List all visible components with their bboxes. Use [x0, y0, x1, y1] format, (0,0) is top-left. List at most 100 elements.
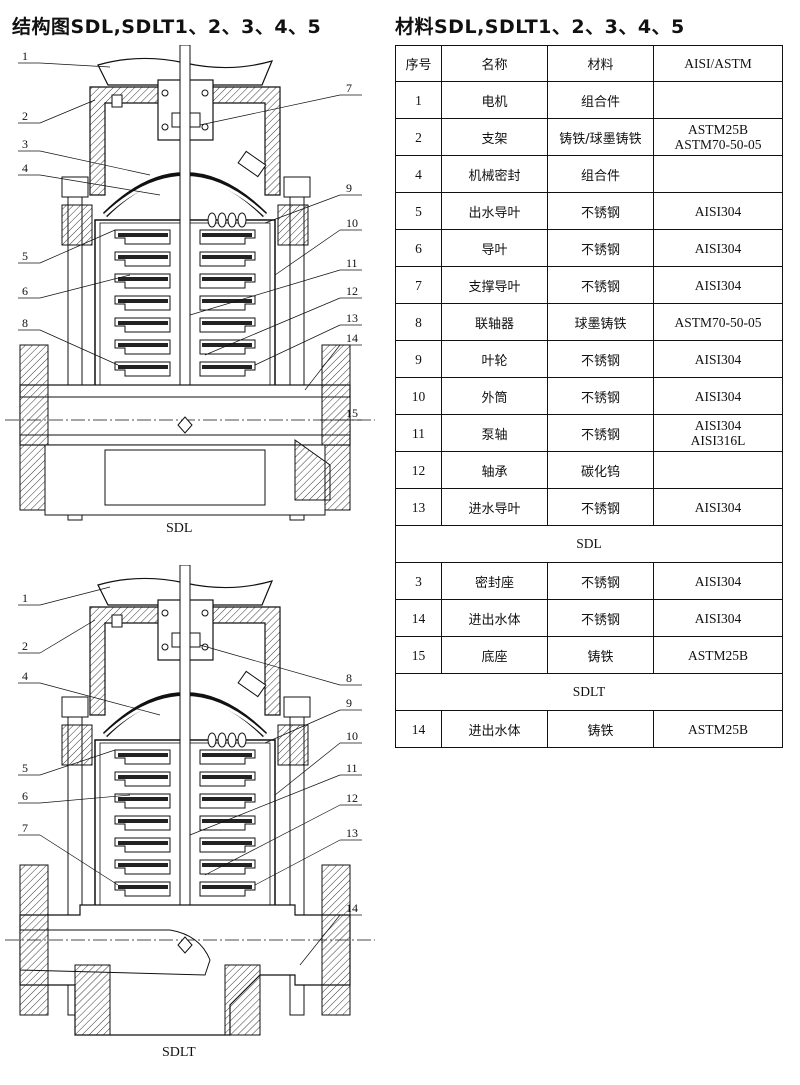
flow-channel	[19, 929, 211, 976]
bolt	[111, 94, 123, 108]
cell-material: 不锈钢	[547, 266, 654, 304]
bolt	[111, 614, 123, 628]
cell-standard: AISI304	[653, 562, 783, 600]
diffuser-left	[118, 321, 168, 325]
header-material: 材料	[547, 45, 654, 82]
callout-number: 10	[346, 729, 358, 743]
callout-leader	[39, 62, 111, 68]
cell-no: 6	[395, 229, 442, 267]
diffuser-left	[118, 885, 168, 889]
cell-name: 底座	[441, 636, 548, 674]
cell-material: 不锈钢	[547, 192, 654, 230]
header-name: 名称	[441, 45, 548, 82]
o-ring	[237, 732, 247, 748]
cell-material: 不锈钢	[547, 562, 654, 600]
cell-standard: ASTM70-50-05	[653, 303, 783, 341]
o-ring	[217, 212, 227, 228]
callout-leader	[39, 682, 161, 716]
drain-plug	[177, 936, 193, 954]
diffuser-left	[118, 775, 168, 779]
header-no: 序号	[395, 45, 442, 82]
callout-leader	[39, 274, 131, 299]
coupling-bolt	[201, 609, 209, 617]
cell-no: 8	[395, 303, 442, 341]
callout-leader	[39, 749, 116, 776]
callout-leader	[39, 229, 116, 264]
cell-material: 组合件	[547, 81, 654, 119]
flange-right	[277, 204, 309, 246]
bracket	[89, 86, 281, 196]
diffuser-right	[202, 885, 252, 889]
callout-number: 4	[22, 161, 28, 175]
cell-name: 进水导叶	[441, 488, 548, 526]
cell-name: 轴承	[441, 451, 548, 489]
callout-number: 8	[346, 671, 352, 685]
coupling-bolt	[161, 643, 169, 651]
sdlt-caption: SDLT	[162, 1045, 196, 1060]
diffuser-left	[118, 233, 168, 237]
tie-rod-nut	[61, 696, 89, 718]
o-ring	[237, 212, 247, 228]
cell-no: 13	[395, 488, 442, 526]
tie-rod-nut	[283, 696, 311, 718]
callout-number: 2	[22, 109, 28, 123]
cell-no: 5	[395, 192, 442, 230]
o-ring	[207, 732, 217, 748]
cell-material: 铸铁	[547, 710, 654, 748]
cell-standard: AISI304	[653, 488, 783, 526]
flange-inlet	[19, 344, 49, 511]
callout-number: 14	[346, 901, 358, 915]
cell-material: 不锈钢	[547, 414, 654, 452]
callout-number: 12	[346, 791, 358, 805]
diffuser-left	[118, 797, 168, 801]
cell-no: 1	[395, 81, 442, 119]
callout-number: 11	[346, 761, 358, 775]
cell-name: 导叶	[441, 229, 548, 267]
callout-number: 5	[22, 761, 28, 775]
callout-leader	[39, 794, 131, 804]
callout-number: 3	[22, 137, 28, 151]
cell-no: 7	[395, 266, 442, 304]
table-header-row: 序号 名称 材料 AISI/ASTM	[395, 45, 783, 82]
flange-left	[61, 724, 93, 766]
diffuser-right	[202, 797, 252, 801]
coupling-bolt	[201, 123, 209, 131]
callout-number: 9	[346, 181, 352, 195]
o-ring	[227, 212, 237, 228]
cell-no: 11	[395, 414, 442, 452]
callout-number: 5	[22, 249, 28, 263]
callout-leader	[254, 839, 341, 886]
callout-number: 9	[346, 696, 352, 710]
body-wall-left	[74, 964, 111, 1036]
coupling-bolt	[161, 89, 169, 97]
o-ring	[227, 732, 237, 748]
callout-leader	[39, 329, 119, 366]
callout-number: 2	[22, 639, 28, 653]
cell-no: 14	[395, 599, 442, 637]
callout-number: 1	[22, 49, 28, 63]
callout-leader	[254, 324, 341, 366]
section-label: SDL	[395, 525, 783, 563]
cell-material: 球墨铸铁	[547, 303, 654, 341]
callout-number: 14	[346, 331, 358, 345]
cell-name: 支撑导叶	[441, 266, 548, 304]
cell-name: 泵轴	[441, 414, 548, 452]
coupling-bolt	[201, 89, 209, 97]
callout-number: 6	[22, 284, 28, 298]
cell-standard	[653, 451, 783, 489]
cell-standard: ASTM25B	[653, 636, 783, 674]
diffuser-right	[202, 343, 252, 347]
cell-no: 10	[395, 377, 442, 415]
callout-leader	[39, 586, 111, 606]
